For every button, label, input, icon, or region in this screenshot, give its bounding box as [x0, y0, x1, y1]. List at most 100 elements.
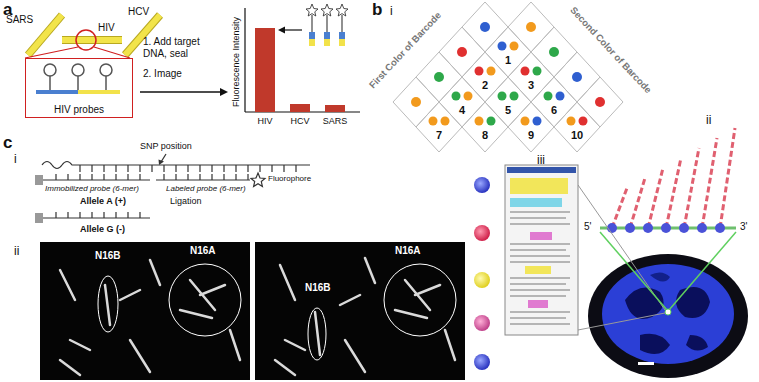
drawing-part [510, 284, 566, 285]
drawing-part [679, 223, 689, 233]
screenshot-table [474, 354, 490, 370]
annotation: Allele A (+) [80, 196, 126, 207]
strip-label: SARS [6, 14, 33, 26]
strand-end: 3' [740, 221, 747, 233]
drawing-part [612, 188, 627, 228]
screenshot-table [530, 232, 552, 240]
barcode-grid [439, 77, 485, 127]
axis-label: Second Color of Barcode [568, 4, 654, 95]
drawing-part [445, 330, 455, 360]
node-text: N16A [190, 245, 216, 257]
panel-a-art [244, 8, 245, 112]
drawing-part [697, 223, 707, 233]
drawing-part [130, 340, 150, 372]
drawing-part [415, 285, 440, 295]
drawing-part [630, 178, 645, 228]
callout-number: 6 [551, 104, 557, 117]
drawing-part [648, 168, 663, 228]
barcode-grid [393, 77, 439, 127]
panel-a-art [62, 37, 122, 43]
ligation-scheme [251, 173, 265, 187]
callout-number: 1 [505, 54, 511, 67]
ligation-scheme [156, 174, 250, 180]
barcode-grid [480, 22, 490, 32]
panel-a-art [324, 39, 330, 46]
drawing-part [395, 310, 427, 318]
annotation: SNP position [140, 141, 192, 152]
microscope-image: N16B N16A [40, 242, 250, 380]
screenshot-table [510, 198, 562, 207]
barcode-grid [434, 72, 444, 82]
barcode-grid [487, 67, 496, 76]
drawing-part [120, 290, 140, 300]
drawing-part [510, 318, 566, 319]
drawing-part [70, 340, 90, 350]
node-text: N16B [305, 282, 331, 294]
screenshot-table [474, 165, 578, 370]
drawing-part [365, 258, 375, 283]
panel-letter: b [372, 0, 382, 20]
nucleus-image [650, 272, 670, 281]
panel-a-art [100, 64, 112, 76]
drawing-part [275, 360, 295, 375]
screenshot-table [474, 315, 490, 331]
ligation-scheme [43, 212, 150, 218]
barcode-grid [462, 52, 508, 102]
drawing-part [308, 308, 326, 360]
ligation-scheme [80, 165, 296, 172]
screenshot-table [505, 165, 578, 335]
panel-a-art [278, 27, 285, 34]
drawing-part [510, 324, 570, 325]
drawing-part [661, 223, 671, 233]
barcode-grid [475, 117, 484, 126]
barcode-grid [544, 92, 553, 101]
nucleus-image [578, 313, 665, 330]
drawing-part [510, 278, 570, 279]
drawing-part [720, 128, 735, 228]
barcode-grid [475, 67, 484, 76]
panel-a-art [255, 28, 275, 112]
drawing-part [510, 244, 570, 245]
barcode-grid [411, 97, 421, 107]
screenshot-table [528, 300, 548, 308]
barcode-grid [531, 77, 577, 127]
strip-label: HIV [98, 22, 115, 34]
nucleus-image [669, 232, 736, 310]
drawing-part [510, 212, 570, 324]
microscope-photos [255, 242, 465, 380]
drawing-part [625, 223, 635, 233]
barcode-grid [510, 92, 519, 101]
barcode-strand [600, 128, 736, 233]
drawing-part [612, 128, 735, 228]
nucleus-image [588, 254, 748, 378]
subpanel-label: ii [706, 113, 711, 127]
strip-label: HCV [128, 6, 149, 18]
callout-number: 3 [528, 79, 534, 92]
drawing-part [60, 258, 455, 375]
drawing-part [105, 285, 110, 325]
screenshot-table [507, 167, 576, 173]
drawing-part [510, 250, 566, 251]
subpanel-label: i [390, 4, 393, 18]
barcode-grid [554, 102, 600, 152]
drawing-part [98, 264, 456, 360]
barcode-grid [498, 92, 507, 101]
drawing-part [285, 340, 305, 350]
panel-a-art [94, 47, 130, 58]
bar-label: HIV [257, 116, 272, 127]
barcode-grid [595, 97, 605, 107]
axis-label: First Color of Barcode [367, 9, 444, 90]
drawing-part [180, 310, 212, 318]
barcode-grid [429, 117, 438, 126]
screenshot-table [474, 177, 490, 193]
annotation: Ligation [170, 196, 202, 207]
barcode-grid [554, 52, 600, 102]
callout-number: 2 [482, 79, 488, 92]
nucleus-image [665, 309, 671, 315]
subpanel-label: ii [14, 244, 19, 258]
barcode-grid [531, 27, 577, 77]
panel-a-art [325, 105, 345, 112]
ligation-scheme [35, 175, 43, 185]
node-text: N16B [95, 250, 121, 262]
drawing-part [643, 223, 653, 233]
